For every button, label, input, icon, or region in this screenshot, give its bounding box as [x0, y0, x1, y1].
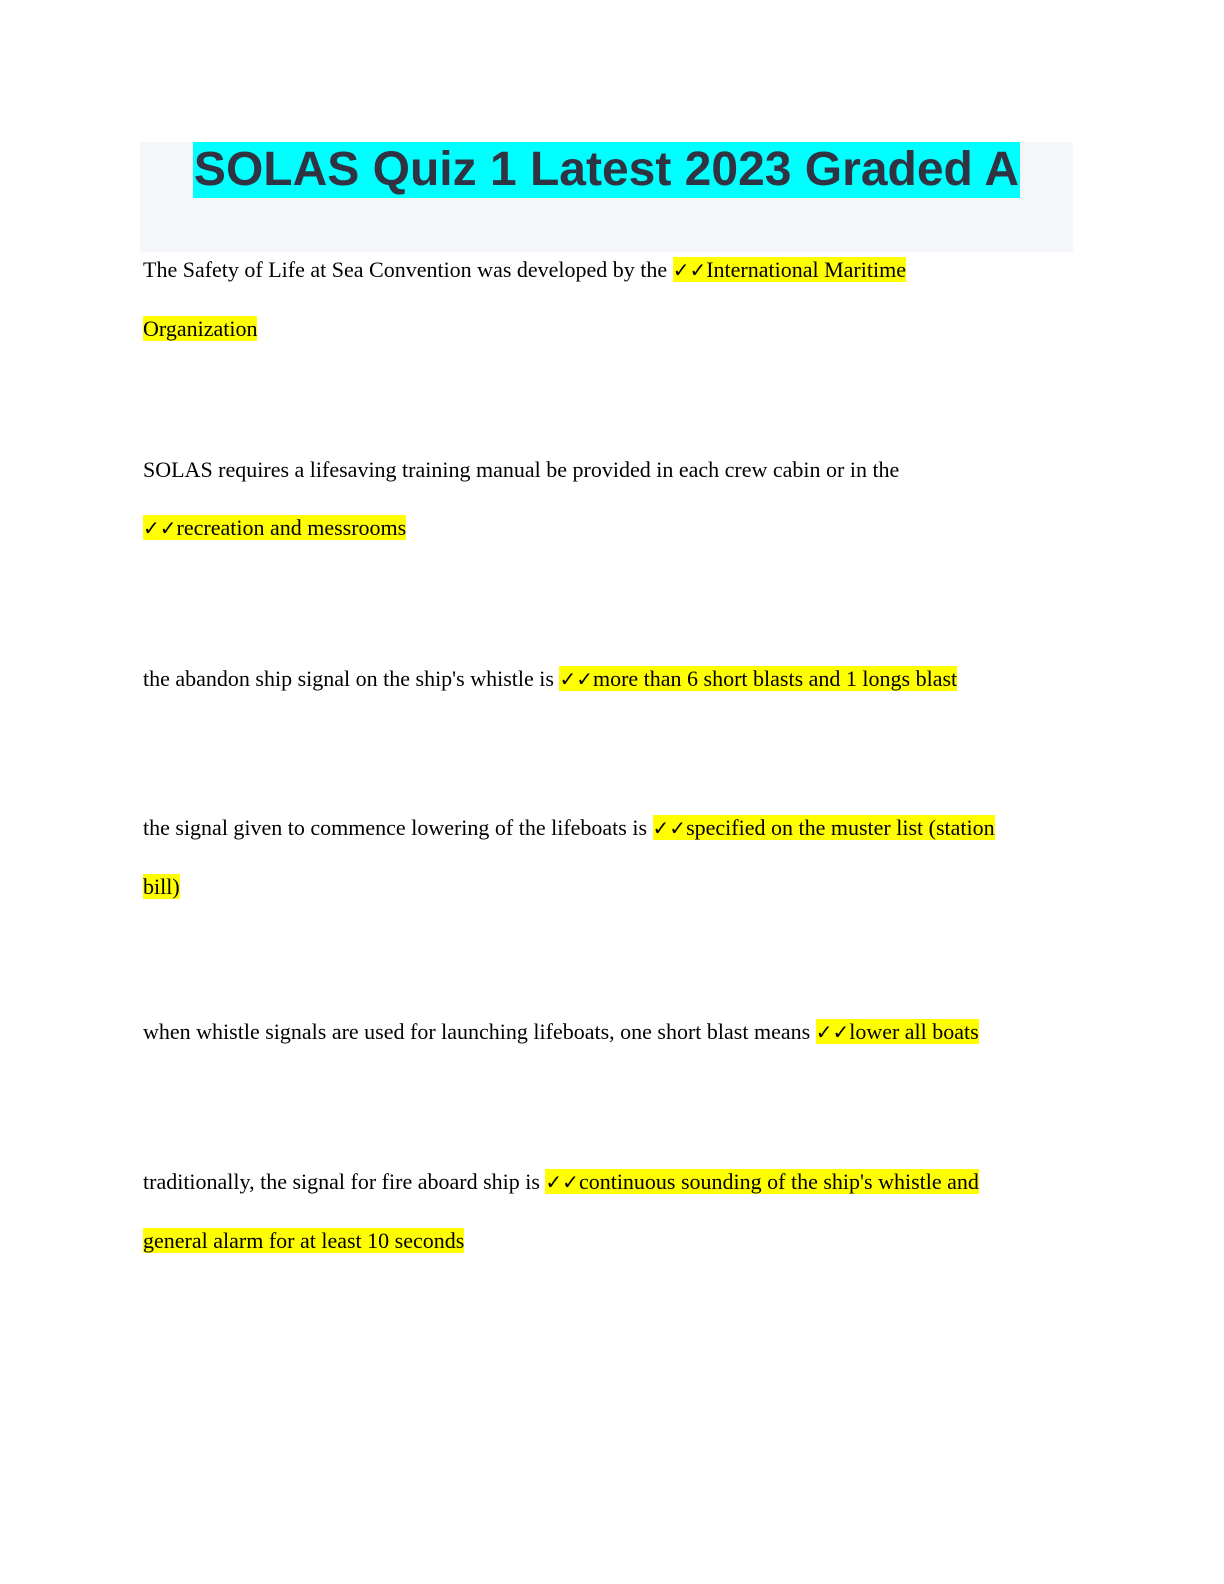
answer-text: lower all boats	[849, 1019, 979, 1044]
answer-1-cont: Organization	[143, 313, 258, 345]
answer-highlight: ✓✓recreation and messrooms	[143, 515, 407, 540]
double-check-icon: ✓✓	[652, 816, 687, 840]
question-text: the abandon ship signal on the ship's wh…	[143, 666, 560, 691]
question-2: SOLAS requires a lifesaving training man…	[143, 454, 899, 486]
answer-text: International Maritime	[706, 257, 906, 282]
answer-highlight: ✓✓specified on the muster list (station	[652, 815, 995, 840]
question-text: the signal given to commence lowering of…	[143, 815, 653, 840]
question-1: The Safety of Life at Sea Convention was…	[143, 254, 906, 286]
answer-highlight: ✓✓continuous sounding of the ship's whis…	[545, 1169, 979, 1194]
double-check-icon: ✓✓	[672, 258, 707, 282]
answer-text: Organization	[143, 316, 258, 341]
answer-text: general alarm for at least 10 seconds	[143, 1228, 465, 1253]
question-6: traditionally, the signal for fire aboar…	[143, 1166, 979, 1198]
answer-text: bill)	[143, 874, 180, 899]
question-3: the abandon ship signal on the ship's wh…	[143, 663, 958, 695]
answer-text: more than 6 short blasts and 1 longs bla…	[592, 666, 958, 691]
page-title: SOLAS Quiz 1 Latest 2023 Graded A	[192, 142, 1021, 198]
question-5: when whistle signals are used for launch…	[143, 1016, 979, 1048]
answer-highlight: ✓✓more than 6 short blasts and 1 longs b…	[559, 666, 958, 691]
question-text: SOLAS requires a lifesaving training man…	[143, 457, 900, 482]
question-text: The Safety of Life at Sea Convention was…	[143, 257, 673, 282]
answer-text: recreation and messrooms	[176, 515, 407, 540]
question-text: when whistle signals are used for launch…	[143, 1019, 816, 1044]
title-band: SOLAS Quiz 1 Latest 2023 Graded A	[140, 142, 1073, 252]
double-check-icon: ✓✓	[559, 667, 593, 691]
answer-6-cont: general alarm for at least 10 seconds	[143, 1225, 465, 1257]
question-4: the signal given to commence lowering of…	[143, 812, 995, 844]
double-check-icon: ✓✓	[545, 1170, 579, 1194]
title-wrap: SOLAS Quiz 1 Latest 2023 Graded A	[140, 142, 1073, 198]
answer-highlight: ✓✓lower all boats	[815, 1019, 979, 1044]
double-check-icon: ✓✓	[143, 516, 177, 540]
double-check-icon: ✓✓	[815, 1020, 850, 1044]
answer-2: ✓✓recreation and messrooms	[143, 512, 407, 544]
question-text: traditionally, the signal for fire aboar…	[143, 1169, 546, 1194]
answer-text: continuous sounding of the ship's whistl…	[578, 1169, 979, 1194]
answer-text: specified on the muster list (station	[686, 815, 995, 840]
answer-4-cont: bill)	[143, 871, 180, 903]
answer-highlight: ✓✓International Maritime	[672, 257, 906, 282]
